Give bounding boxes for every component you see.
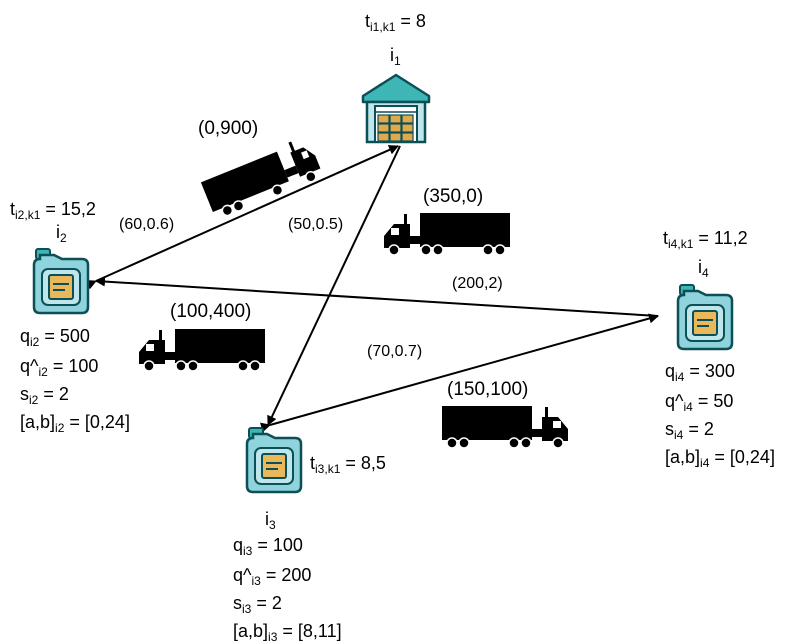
truck-icon — [139, 329, 265, 372]
qhat-label-i2: q^i2 = 100 — [20, 356, 99, 379]
truck-label-4: (150,100) — [447, 379, 529, 400]
jerrycan-icon — [676, 284, 734, 351]
truck-label-1: (0,900) — [198, 118, 259, 139]
edge-i3-i4 — [259, 313, 659, 433]
edge-label-i1-i3: (50,0.5) — [288, 216, 344, 233]
node-label-i4: i4 — [698, 257, 709, 280]
qhat-label-i3: q^i3 = 200 — [233, 565, 312, 588]
edge-label-i4-i2: (200,2) — [452, 275, 503, 292]
truck-icon — [384, 213, 510, 256]
edge-i2-i1 — [85, 145, 399, 290]
s-label-i3: si3 = 2 — [233, 593, 282, 616]
truck-icon — [442, 406, 568, 449]
time-label-i2: ti2,k1 = 15,2 — [10, 199, 96, 222]
q-label-i2: qi2 = 500 — [20, 326, 90, 349]
jerrycan-icon — [245, 427, 303, 494]
node-label-i1: i1 — [390, 45, 401, 68]
edge-label-i3-i4: (70,0.7) — [367, 343, 423, 360]
warehouse-icon — [361, 73, 431, 144]
node-label-i3: i3 — [265, 509, 276, 532]
q-label-i4: qi4 = 300 — [665, 361, 735, 384]
node-label-i2: i2 — [56, 222, 67, 245]
time-label-i4: ti4,k1 = 11,2 — [663, 228, 748, 251]
truck-label-2: (350,0) — [423, 186, 484, 207]
window-label-i4: [a,b]i4 = [0,24] — [665, 447, 775, 470]
truck-icon — [200, 141, 321, 217]
truck-label-3: (100,400) — [170, 301, 252, 322]
qhat-label-i4: q^i4 = 50 — [665, 391, 734, 414]
jerrycan-icon — [32, 248, 90, 315]
edge-label-i2-i1: (60,0.6) — [119, 216, 175, 233]
edge-i4-i2 — [95, 276, 659, 317]
window-label-i3: [a,b]i3 = [8,11] — [233, 621, 342, 644]
time-label-i1: ti1,k1 = 8 — [365, 11, 426, 34]
s-label-i4: si4 = 2 — [665, 419, 714, 442]
q-label-i3: qi3 = 100 — [233, 535, 303, 558]
time-label-i3: ti3,k1 = 8,5 — [310, 453, 386, 476]
window-label-i2: [a,b]i2 = [0,24] — [20, 412, 130, 435]
s-label-i2: si2 = 2 — [20, 384, 69, 407]
